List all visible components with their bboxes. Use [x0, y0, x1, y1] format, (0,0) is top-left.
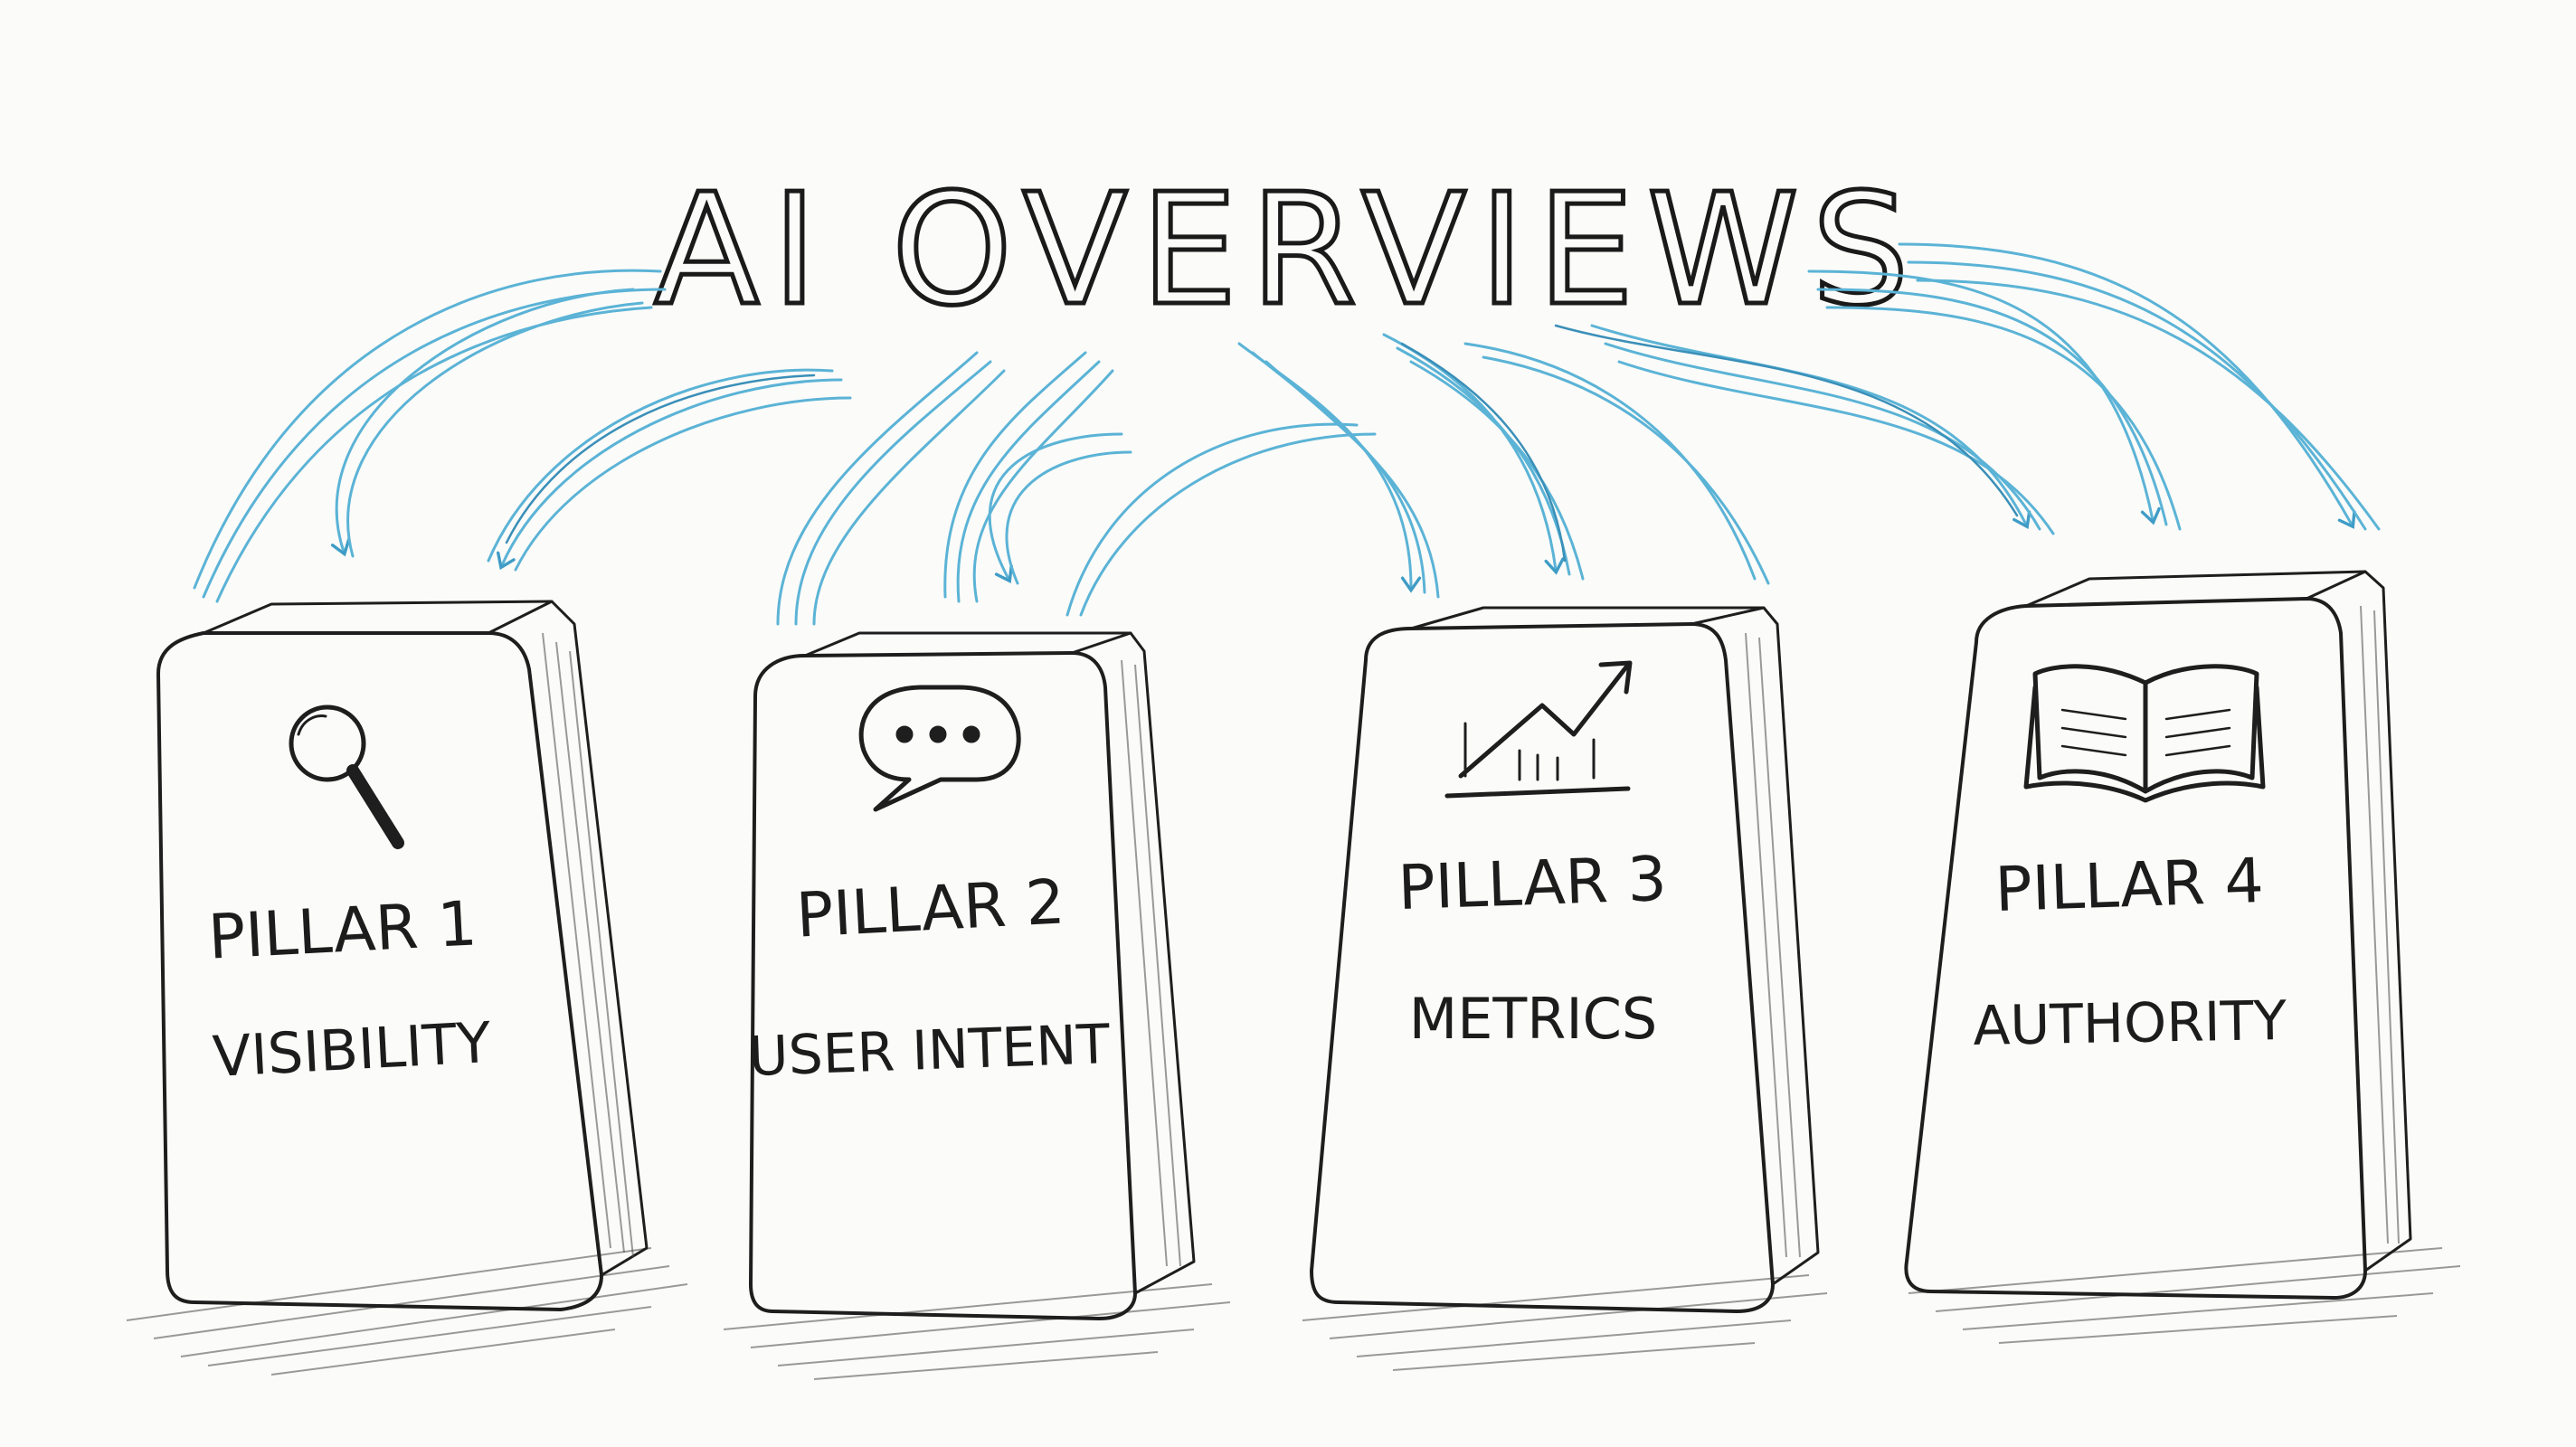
arrow-group-pillar-1: [193, 269, 852, 603]
pillar-4-shadow: [1908, 1247, 2461, 1344]
pillar-4-number-label: PILLAR 4: [1994, 846, 2265, 926]
pillar-3-name: METRICS: [1409, 986, 1658, 1052]
pillar-2-front: [749, 651, 1137, 1320]
pillar-2-side-hatch: [1121, 659, 1181, 1267]
pillar-4-top: [2024, 570, 2367, 608]
pillar-3: PILLAR 3 METRICS: [1302, 606, 1828, 1371]
arrow-group-pillar-2: [776, 351, 1377, 626]
arrow-group-pillar-3: [1237, 333, 1770, 599]
pillar-1-name: VISIBILITY: [211, 1009, 492, 1090]
arrow-group-pillar-4: [1590, 242, 2381, 535]
pillar-3-top: [1409, 606, 1766, 630]
pillar-3-side-hatch: [1745, 632, 1801, 1258]
pillar-2-top: [803, 631, 1132, 657]
pillar-3-front: [1310, 622, 1775, 1313]
diagram-title: AI OVERVIEWS: [652, 159, 1922, 343]
pillar-3-shadow: [1302, 1274, 1828, 1371]
pillar-3-side: [1690, 606, 1820, 1286]
speech-bubble-icon: [858, 685, 1021, 812]
pillar-3-number-label: PILLAR 3: [1397, 844, 1668, 924]
arrow-accents: [505, 324, 2019, 563]
pillar-1-side: [487, 600, 649, 1277]
open-book-icon: [2023, 664, 2266, 803]
pillar-4-front: [1904, 597, 2367, 1300]
pillar-4-side-hatch: [2360, 605, 2400, 1244]
pillar-2-number-label: PILLAR 2: [794, 866, 1066, 951]
pillar-1-number-label: PILLAR 1: [206, 888, 478, 973]
pillar-4-side: [2305, 570, 2412, 1272]
pillar-1-top: [202, 600, 554, 635]
pillar-1-shadow: [126, 1247, 688, 1376]
pillar-4-name: AUTHORITY: [1973, 989, 2287, 1058]
flow-arrows: [193, 242, 2381, 626]
magnifying-glass-icon: [289, 705, 404, 849]
title-text: AI OVERVIEWS: [654, 161, 1922, 340]
pillar-2-shadow: [723, 1283, 1231, 1380]
pillar-4: PILLAR 4 AUTHORITY: [1904, 570, 2461, 1344]
pillar-2-side: [1070, 631, 1196, 1295]
pillar-2: PILLAR 2 USER INTENT: [723, 631, 1231, 1380]
pillar-1: PILLAR 1 VISIBILITY: [126, 600, 688, 1376]
pillar-2-name: USER INTENT: [748, 1013, 1112, 1089]
pillar-1-side-hatch: [542, 632, 634, 1258]
pillar-1-front: [156, 631, 603, 1311]
trend-chart-icon: [1444, 660, 1633, 799]
